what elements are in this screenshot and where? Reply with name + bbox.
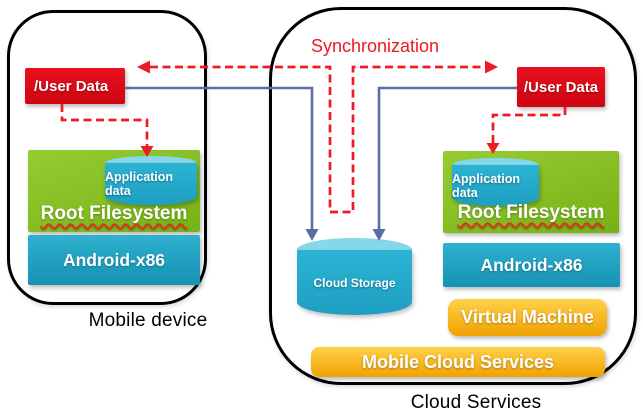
cloud-storage-label: Cloud Storage (313, 275, 396, 290)
cloud-android-label: Android-x86 (480, 254, 583, 275)
mobile-cloud-services-bar: Mobile Cloud Services (311, 347, 605, 377)
virtual-machine-box: Virtual Machine (448, 299, 607, 336)
mobile-user-data-box: /User Data (25, 68, 125, 104)
mobile-device-caption: Mobile device (88, 310, 208, 331)
mobile-user-data-label: /User Data (34, 77, 109, 95)
mobile-application-data-label: Application data (105, 170, 174, 198)
cloud-android-box: Android-x86 (443, 243, 620, 287)
mobile-application-data-cylinder: Application data (105, 156, 197, 205)
cloud-user-data-label: /User Data (523, 78, 599, 96)
cloud-application-data-label: Application data (452, 171, 521, 200)
cloud-storage-cylinder: Cloud Storage (297, 238, 412, 315)
cloud-application-data-cylinder: Application data (452, 158, 539, 206)
cloud-user-data-box: /User Data (517, 67, 605, 107)
cloud-root-filesystem-label: Root Filesystem (457, 202, 605, 223)
cloud-services-caption: Cloud Services (410, 392, 542, 413)
synchronization-label: Synchronization (310, 36, 440, 56)
mobile-cloud-services-label: Mobile Cloud Services (361, 351, 555, 372)
mobile-root-filesystem-label: Root Filesystem (40, 203, 188, 224)
mobile-android-label: Android-x86 (62, 249, 166, 270)
mobile-android-box: Android-x86 (28, 235, 200, 285)
virtual-machine-label: Virtual Machine (461, 307, 594, 327)
